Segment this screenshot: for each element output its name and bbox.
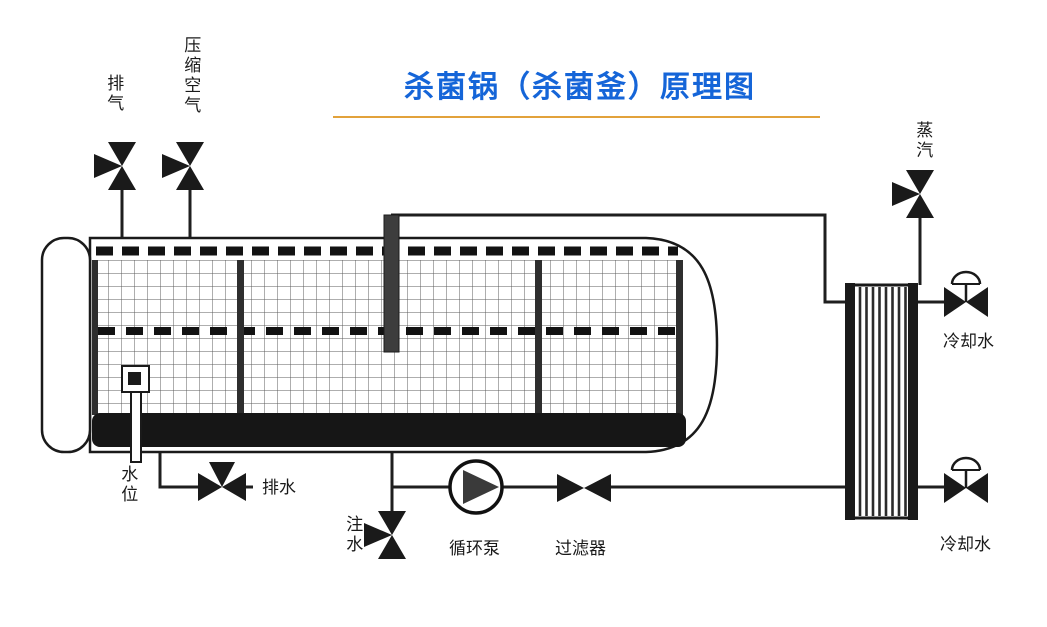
water-fill-valve-icon bbox=[364, 511, 406, 559]
inner-wall-left bbox=[92, 260, 98, 415]
spray-header-pipe bbox=[383, 214, 400, 353]
circulation-pump-icon bbox=[448, 459, 504, 515]
compressed-air-valve-icon bbox=[162, 142, 204, 190]
label-drain: 排水 bbox=[262, 478, 296, 498]
filter-icon bbox=[557, 474, 611, 502]
basket-divider-2 bbox=[535, 260, 542, 415]
inner-wall-right bbox=[676, 260, 683, 415]
water-level-gauge-tube bbox=[130, 391, 142, 463]
valves bbox=[94, 142, 988, 559]
label-cooling-water-bottom: 冷却水 bbox=[940, 535, 991, 555]
drain-pipe bbox=[158, 450, 199, 489]
piping bbox=[120, 190, 945, 512]
cooling-water-valve-top-icon bbox=[944, 270, 988, 317]
label-water-fill: 注水 bbox=[342, 515, 363, 555]
label-compressed-air: 压缩空气 bbox=[180, 36, 201, 116]
label-pump: 循环泵 bbox=[449, 539, 500, 559]
label-exhaust: 排气 bbox=[103, 74, 124, 114]
label-water-level: 水位 bbox=[117, 465, 138, 505]
steam-valve-icon bbox=[892, 170, 934, 218]
drain-valve-icon bbox=[198, 462, 246, 501]
vessel-left-cap bbox=[40, 236, 92, 454]
label-filter: 过滤器 bbox=[555, 539, 606, 559]
label-steam: 蒸汽 bbox=[912, 121, 933, 161]
top-return-pipe bbox=[391, 213, 846, 304]
water-level-sensor-mark bbox=[128, 372, 141, 385]
page-title: 杀菌锅（杀菌釜）原理图 bbox=[404, 70, 756, 105]
basket-divider-1 bbox=[237, 260, 244, 415]
label-cooling-water-top: 冷却水 bbox=[943, 332, 994, 352]
heat-exchanger bbox=[845, 283, 918, 520]
retort-vessel bbox=[40, 214, 719, 463]
bottom-water-band bbox=[92, 413, 686, 447]
exchanger-tubes bbox=[858, 287, 907, 516]
exchanger-right-flange bbox=[908, 283, 918, 520]
cooling-water-valve-bottom-icon bbox=[944, 456, 988, 503]
exchanger-left-flange bbox=[845, 283, 855, 520]
title-underline bbox=[333, 116, 820, 118]
exhaust-valve-icon bbox=[94, 142, 136, 190]
